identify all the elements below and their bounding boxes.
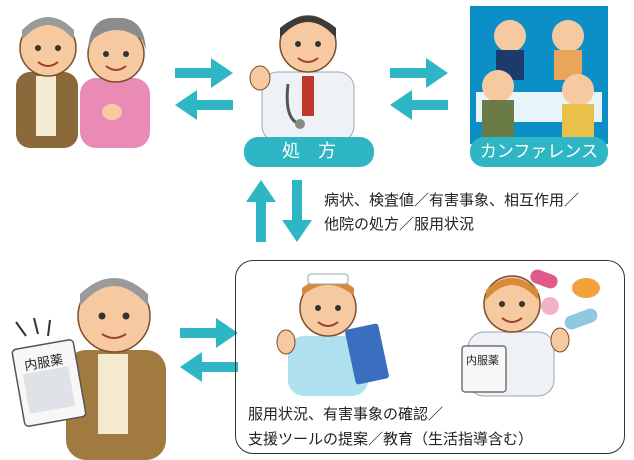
arrow-left-icon [390, 90, 448, 120]
conference-illustration [470, 6, 608, 144]
arrow-right-icon [175, 58, 233, 88]
elderly-patient-illustration [11, 278, 166, 460]
nurse-illustration [276, 273, 389, 396]
pharmacist-activity-text-line2: 支援ツールの提案／教育（生活指導含む） [248, 430, 534, 448]
arrow-left-icon [180, 352, 238, 382]
arrow-right-icon [180, 318, 238, 348]
doctor-illustration [249, 15, 355, 143]
elderly-couple-illustration [16, 17, 150, 148]
arrow-left-icon [175, 90, 233, 120]
arrow-right-icon [390, 58, 448, 88]
pharmacist-illustration [461, 275, 570, 397]
pills-icon [530, 269, 600, 330]
pharmacist-activity-box [235, 260, 625, 454]
pharmacist-activity-text-line1: 服用状況、有害事象の確認／ [248, 405, 444, 423]
arrow-down-icon [282, 180, 312, 242]
conference-label: カンファレンス [470, 137, 608, 167]
medicine-card-right-label: 内服薬 [466, 354, 499, 367]
prescription-label: 処 方 [244, 137, 374, 167]
arrow-up-icon [246, 180, 276, 242]
info-flow-text-line1: 病状、検査値／有害事象、相互作用／ [324, 191, 580, 209]
info-flow-text-line2: 他院の処方／服用状況 [324, 215, 475, 233]
